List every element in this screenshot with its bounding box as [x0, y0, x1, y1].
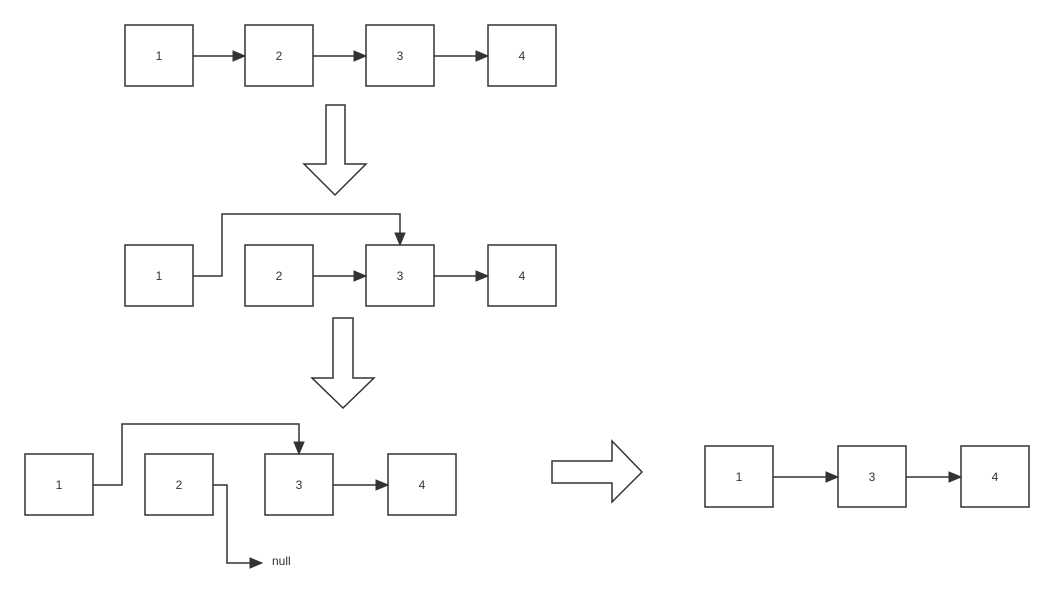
stage2-node-1: 1 [124, 244, 194, 307]
stage1-node-4: 4 [487, 24, 557, 87]
svg-text:4: 4 [992, 470, 999, 484]
stage3-node-3: 3 [264, 453, 334, 516]
svg-text:1: 1 [736, 470, 743, 484]
result-node-3: 3 [837, 445, 907, 508]
result-edge-3-to-4 [906, 471, 963, 483]
svg-text:1: 1 [156, 49, 163, 63]
stage2-node-2: 2 [244, 244, 314, 307]
svg-text:3: 3 [296, 478, 303, 492]
svg-text:2: 2 [176, 478, 183, 492]
stage-2-relinked-list: 1 2 3 4 [124, 213, 557, 307]
svg-text:3: 3 [869, 470, 876, 484]
stage-1-original-list: 1 2 3 4 [124, 24, 557, 87]
svg-text:2: 2 [276, 49, 283, 63]
stage3-node-4: 4 [387, 453, 457, 516]
svg-text:4: 4 [519, 269, 526, 283]
result-node-1: 1 [704, 445, 774, 508]
stage1-edge-1-to-2 [193, 50, 247, 62]
svg-text:2: 2 [276, 269, 283, 283]
result-edge-1-to-3 [773, 471, 840, 483]
null-label: null [272, 554, 291, 568]
stage1-edge-3-to-4 [434, 50, 490, 62]
stage1-node-2: 2 [244, 24, 314, 87]
step-down-arrow-1 [302, 104, 368, 197]
stage2-edge-2-to-3 [313, 270, 368, 282]
stage2-edge-1-to-3 [193, 213, 406, 277]
svg-text:3: 3 [397, 49, 404, 63]
stage3-edge-1-to-3 [93, 423, 305, 486]
step-down-arrow-2 [310, 317, 376, 410]
stage-3-detached-node: 1 2 3 4 null [24, 423, 457, 569]
svg-text:3: 3 [397, 269, 404, 283]
stage1-node-1: 1 [124, 24, 194, 87]
step-right-arrow [551, 439, 644, 504]
svg-text:4: 4 [419, 478, 426, 492]
stage2-edge-3-to-4 [434, 270, 490, 282]
stage1-node-3: 3 [365, 24, 435, 87]
svg-text:1: 1 [56, 478, 63, 492]
svg-text:1: 1 [156, 269, 163, 283]
stage3-node-2: 2 [144, 453, 214, 516]
stage3-edge-3-to-4 [333, 479, 390, 491]
stage3-node-1: 1 [24, 453, 94, 516]
stage2-node-4: 4 [487, 244, 557, 307]
stage3-edge-2-to-null [213, 484, 264, 569]
result-node-4: 4 [960, 445, 1030, 508]
stage1-edge-2-to-3 [313, 50, 368, 62]
stage2-node-3: 3 [365, 244, 435, 307]
svg-text:4: 4 [519, 49, 526, 63]
result-list: 1 3 4 [704, 445, 1030, 508]
